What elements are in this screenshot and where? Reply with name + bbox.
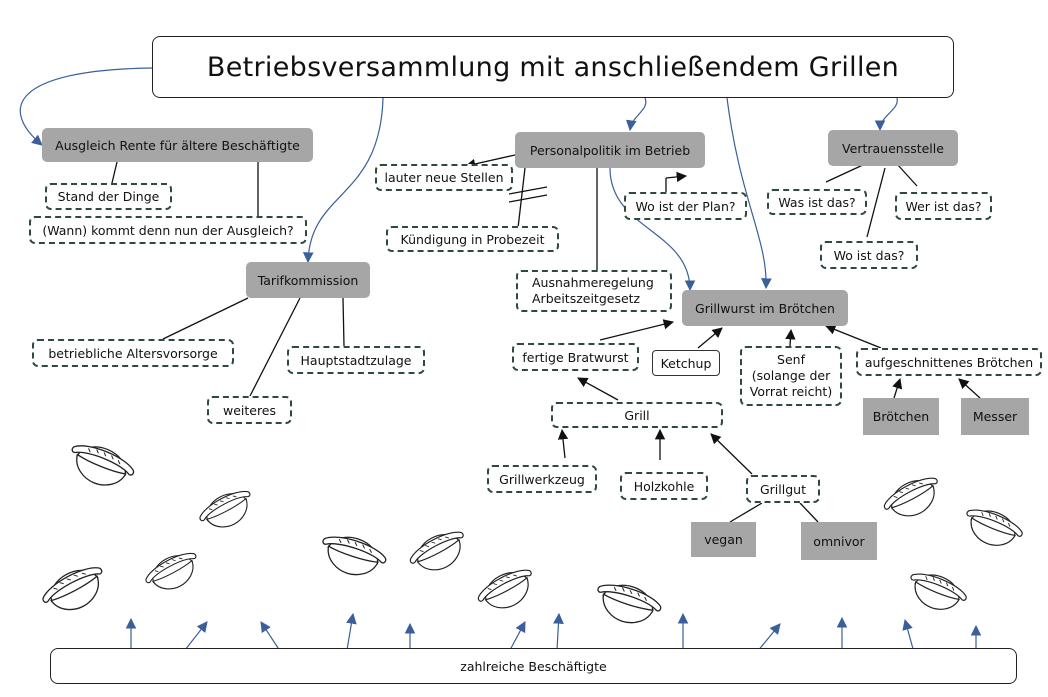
node-wo-plan[interactable]: Wo ist der Plan? <box>624 192 747 220</box>
node-grillwurst[interactable]: Grillwurst im Brötchen <box>682 290 848 326</box>
node-fertige-bratwurst[interactable]: fertige Bratwurst <box>512 343 639 371</box>
node-grill[interactable]: Grill <box>551 402 723 428</box>
ausnahme-line-1: Ausnahmeregelung <box>532 275 654 290</box>
node-ketchup[interactable]: Ketchup <box>652 350 720 376</box>
node-messer[interactable]: Messer <box>961 398 1029 435</box>
sausage-bun-icon <box>315 528 391 585</box>
sausage-bun-icon <box>472 561 542 620</box>
sausage-bun-icon <box>590 576 666 633</box>
node-altersvorsorge[interactable]: betriebliche Altersvorsorge <box>32 339 234 367</box>
node-weiteres[interactable]: weiteres <box>207 396 292 424</box>
sausage-bun-icon <box>958 501 1027 555</box>
node-vertrauensstelle[interactable]: Vertrauensstelle <box>828 130 958 166</box>
senf-line-1: Senf <box>777 352 805 367</box>
senf-line-2: (solange der <box>751 368 831 383</box>
title-connectors <box>19 67 898 292</box>
sausage-bun-icon <box>140 545 206 600</box>
node-omnivor[interactable]: omnivor <box>801 522 877 560</box>
node-wann-ausgleich[interactable]: (Wann) kommt denn nun der Ausgleich? <box>29 216 307 244</box>
node-grillwerkzeug[interactable]: Grillwerkzeug <box>487 465 597 493</box>
sausage-bun-icon <box>36 558 114 623</box>
sausage-bun-icon <box>404 523 474 582</box>
ausnahme-line-2: Arbeitszeitgesetz <box>532 291 641 306</box>
black-connectors <box>111 154 981 523</box>
node-ausgleich-rente[interactable]: Ausgleich Rente für ältere Beschäftigte <box>42 128 313 162</box>
node-ausnahmeregelung[interactable]: Ausnahmeregelung Arbeitszeitgesetz <box>516 270 672 312</box>
bottom-arrows <box>125 612 982 658</box>
diagram-title: Betriebsversammlung mit anschließendem G… <box>152 36 954 98</box>
sausage-bun-icon <box>902 565 971 619</box>
node-hauptstadtzulage[interactable]: Hauptstadtzulage <box>287 346 425 374</box>
node-personalpolitik[interactable]: Personalpolitik im Betrieb <box>515 132 705 168</box>
node-neue-stellen[interactable]: lauter neue Stellen <box>375 164 513 191</box>
sausage-bun-icon <box>194 483 260 538</box>
node-zahlreiche-beschaeftigte[interactable]: zahlreiche Beschäftigte <box>50 648 1017 684</box>
node-broetchen[interactable]: Brötchen <box>863 398 939 435</box>
node-was-ist-das[interactable]: Was ist das? <box>767 189 867 215</box>
node-tarifkommission[interactable]: Tarifkommission <box>246 262 370 298</box>
node-stand-der-dinge[interactable]: Stand der Dinge <box>45 183 172 210</box>
node-wo-ist-das[interactable]: Wo ist das? <box>820 241 918 269</box>
node-grillgut[interactable]: Grillgut <box>746 475 820 503</box>
senf-line-3: Vorrat reicht) <box>749 384 833 399</box>
sausage-bun-icon <box>62 436 139 496</box>
node-kuendigung-probezeit[interactable]: Kündigung in Probezeit <box>386 226 559 252</box>
node-aufgeschnittenes-broetchen[interactable]: aufgeschnittenes Brötchen <box>856 348 1042 376</box>
sausage-bun-icon <box>878 469 948 528</box>
node-vegan[interactable]: vegan <box>691 522 756 557</box>
node-senf[interactable]: Senf (solange der Vorrat reicht) <box>740 346 842 406</box>
node-holzkohle[interactable]: Holzkohle <box>620 472 708 500</box>
node-wer-ist-das[interactable]: Wer ist das? <box>895 192 992 220</box>
